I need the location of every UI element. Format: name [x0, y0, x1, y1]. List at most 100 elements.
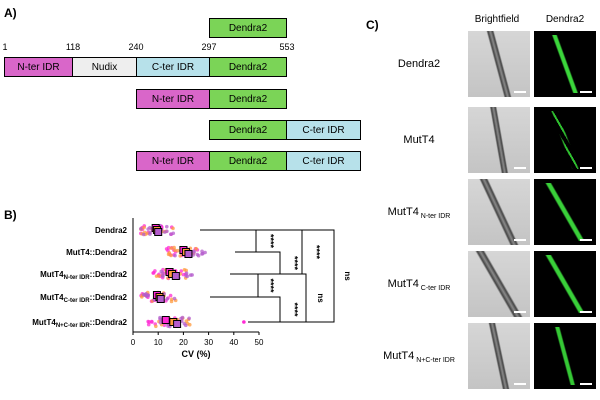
- scale-bar: [580, 91, 592, 93]
- data-point: [194, 246, 198, 251]
- data-point: [162, 230, 167, 234]
- data-point: [146, 322, 151, 327]
- fluorescent-cell: [538, 327, 592, 385]
- data-point: [200, 249, 204, 254]
- scale-bar: [514, 383, 526, 385]
- panel-c-letter: C): [366, 18, 379, 32]
- significance-bracket: [210, 296, 281, 323]
- brightfield-image: [468, 107, 530, 173]
- fluorescent-cell: [538, 111, 592, 169]
- data-point: [158, 320, 163, 325]
- domain-dendra2: Dendra2: [209, 18, 287, 38]
- data-point: [169, 246, 174, 250]
- data-point: [161, 274, 165, 278]
- panel-a-letter: A): [4, 6, 17, 20]
- replicate-mean-marker: [161, 316, 170, 324]
- x-tick-label: 10: [154, 338, 163, 347]
- data-point: [178, 254, 182, 258]
- data-point: [169, 297, 174, 302]
- strain-row-label: MutT4 N-ter IDR: [387, 206, 451, 221]
- domain-cter-idr: C-ter IDR: [286, 120, 361, 140]
- domain-nudix: Nudix: [72, 57, 137, 77]
- data-point: [167, 251, 172, 255]
- data-point: [144, 294, 149, 299]
- domain-dendra2: Dendra2: [209, 120, 287, 140]
- replicate-mean-marker: [173, 320, 182, 328]
- x-tick-label: 0: [131, 338, 136, 347]
- brightfield-image: [468, 31, 530, 97]
- position-label-553: 553: [279, 42, 295, 52]
- significance-label: ns: [343, 271, 352, 281]
- scale-bar: [580, 239, 592, 241]
- scale-bar: [514, 239, 526, 241]
- data-point: [192, 249, 196, 253]
- data-point: [173, 248, 177, 253]
- replicate-mean-marker: [156, 295, 165, 303]
- x-axis-title: CV (%): [182, 349, 211, 359]
- x-tick-label: 40: [229, 338, 238, 347]
- data-point: [179, 316, 183, 321]
- scale-bar: [580, 311, 592, 313]
- category-label: MutT4::Dendra2: [66, 248, 127, 257]
- significance-label: ****: [266, 278, 276, 293]
- significance-bracket: [210, 273, 259, 298]
- brightfield-image: [468, 323, 530, 389]
- data-point: [146, 227, 150, 231]
- domain-dendra2: Dendra2: [209, 57, 287, 77]
- data-point: [172, 245, 176, 250]
- column-header-brightfield: Brightfield: [474, 14, 520, 25]
- data-point: [154, 324, 158, 329]
- replicate-mean-marker: [154, 228, 163, 236]
- data-point: [165, 297, 169, 301]
- scale-bar: [514, 311, 526, 313]
- data-point: [141, 232, 146, 237]
- data-point: [179, 269, 183, 273]
- data-point: [187, 316, 191, 321]
- significance-bracket: [200, 229, 257, 253]
- data-point: [242, 320, 246, 324]
- data-point: [173, 253, 177, 258]
- position-label-1: 1: [2, 42, 8, 52]
- fluorescent-cell: [538, 255, 592, 313]
- scale-bar: [514, 91, 526, 93]
- significance-label: ****: [290, 302, 300, 317]
- domain-cter-idr: C-ter IDR: [286, 151, 361, 171]
- x-tick-label: 20: [179, 338, 188, 347]
- data-point: [171, 231, 176, 236]
- significance-bracket: [230, 251, 281, 275]
- significance-label: ****: [312, 245, 322, 260]
- data-point: [182, 321, 187, 326]
- domain-cter-idr: C-ter IDR: [136, 57, 210, 77]
- replicate-mean-marker: [171, 272, 180, 280]
- domain-dendra2: Dendra2: [209, 89, 287, 109]
- panel-b-letter: B): [4, 208, 17, 222]
- strain-row-label: MutT4 N+C-ter IDR: [383, 350, 455, 365]
- data-point: [153, 269, 157, 273]
- data-point: [184, 271, 189, 276]
- domain-dendra2: Dendra2: [209, 151, 287, 171]
- significance-bracket: [230, 273, 307, 323]
- replicate-mean-marker: [184, 250, 193, 258]
- dendra2-fluorescence-image: [534, 179, 596, 245]
- domain-nter-idr: N-ter IDR: [4, 57, 73, 77]
- category-label: Dendra2: [95, 226, 128, 235]
- fluorescent-cell: [538, 35, 592, 93]
- data-point: [195, 252, 200, 257]
- data-point: [185, 274, 190, 278]
- strain-row-label: MutT4: [403, 134, 435, 146]
- scale-bar: [580, 167, 592, 169]
- significance-label: ns: [316, 293, 325, 303]
- data-point: [175, 248, 180, 253]
- data-point: [200, 252, 204, 256]
- strain-row-label: MutT4 C-ter IDR: [387, 278, 451, 293]
- data-point: [182, 267, 187, 272]
- dendra2-fluorescence-image: [534, 323, 596, 389]
- position-label-240: 240: [128, 42, 144, 52]
- domain-nter-idr: N-ter IDR: [136, 89, 210, 109]
- data-point: [158, 315, 162, 320]
- data-point: [164, 224, 169, 229]
- data-point: [203, 250, 207, 255]
- data-point: [169, 253, 173, 258]
- data-point: [160, 271, 165, 275]
